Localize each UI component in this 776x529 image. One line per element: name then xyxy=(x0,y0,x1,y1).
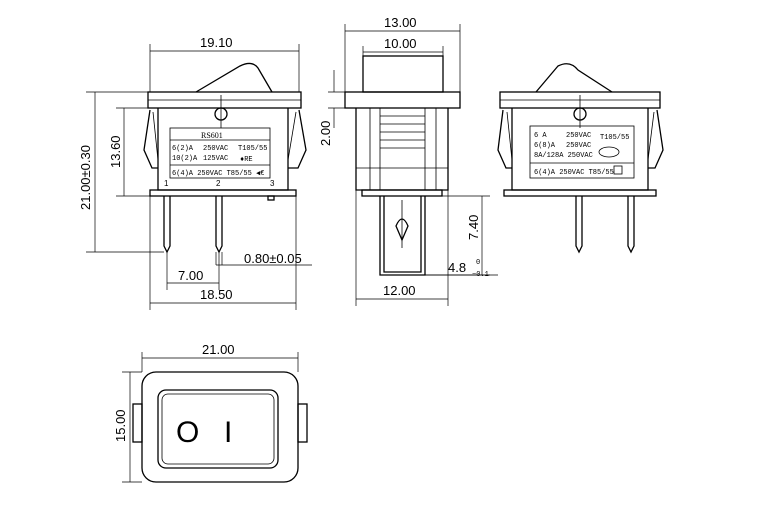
front-pin-3 xyxy=(267,195,275,201)
side-dimensions: 13.00 10.00 2.00 7.40 4.8 0 −0.1 12.00 xyxy=(318,15,498,306)
back-label-rating-2: 6(8)A xyxy=(534,142,556,150)
back-label-voltage-2: 250VAC xyxy=(566,142,591,150)
dim-pin-thickness: 0.80±0.05 xyxy=(244,251,302,266)
back-pin-1 xyxy=(575,196,583,254)
side-base xyxy=(361,189,443,197)
back-ce-mark xyxy=(613,165,623,175)
back-label-plate xyxy=(529,125,635,179)
back-label-rating-1: 6 A xyxy=(534,132,547,140)
front-ce-mark: ◀€ xyxy=(256,170,264,178)
side-tab-hole xyxy=(395,218,409,242)
front-cert-mark: ♦RE xyxy=(240,156,253,164)
front-rocker xyxy=(195,62,273,93)
front-view: RS601 6(2)A 250VAC T105/55 10(2)A 125VAC… xyxy=(143,62,307,254)
dim-top-height: 15.00 xyxy=(113,409,128,442)
front-pin-1 xyxy=(163,196,171,254)
back-latch-left xyxy=(497,109,512,169)
front-pin-2 xyxy=(215,196,223,254)
dim-front-height-total: 21.00±0.30 xyxy=(78,145,93,210)
front-label-rating-1: 6(2)A xyxy=(172,145,194,153)
side-rocker xyxy=(362,55,444,93)
dim-pin-pitch: 7.00 xyxy=(178,268,203,283)
top-latch-right xyxy=(297,403,308,443)
rocker-off-symbol: O xyxy=(176,416,199,449)
front-base xyxy=(149,189,297,197)
back-base xyxy=(503,189,657,197)
front-latch-right xyxy=(288,109,307,169)
dim-side-tab-length: 7.40 xyxy=(466,215,481,240)
back-pin-2 xyxy=(627,196,635,254)
dim-front-height-body: 13.60 xyxy=(108,135,123,168)
top-outer xyxy=(141,371,299,483)
top-view: O I xyxy=(132,371,308,483)
front-dimensions: 19.10 21.00±0.30 13.60 7.00 0.80±0.05 18… xyxy=(78,35,312,310)
front-label-model: RS601 xyxy=(201,131,223,140)
front-label-plate xyxy=(169,127,271,179)
dim-front-width: 19.10 xyxy=(200,35,233,50)
side-flange xyxy=(344,91,461,109)
front-pin-number-1: 1 xyxy=(164,179,169,188)
top-latch-left xyxy=(132,403,143,443)
back-cert-mark xyxy=(598,146,620,158)
front-label-rating-2: 10(2)A xyxy=(172,155,198,163)
front-label-rating-3: 6(4)A 250VAC T85/55 xyxy=(172,170,252,178)
dim-tab-width: 4.8 xyxy=(448,260,466,275)
dim-tab-tol-lower: −0.1 xyxy=(472,271,489,279)
back-latch-right xyxy=(648,109,664,169)
dim-side-width-top: 13.00 xyxy=(384,15,417,30)
back-label-rating-3: 8A/128A 250VAC xyxy=(534,152,593,160)
top-rocker xyxy=(157,389,279,469)
rocker-on-symbol: I xyxy=(224,416,232,449)
back-label-voltage-1: 250VAC xyxy=(566,132,591,140)
dim-tab-tol-upper: 0 xyxy=(476,259,480,267)
side-view xyxy=(344,55,461,276)
dim-top-width: 21.00 xyxy=(202,342,235,357)
dim-side-base-width: 12.00 xyxy=(383,283,416,298)
top-dimensions: 21.00 15.00 xyxy=(113,342,299,483)
back-rocker xyxy=(535,63,613,93)
front-latch-left xyxy=(143,109,158,169)
dim-side-width-inner: 10.00 xyxy=(384,36,417,51)
front-label-voltage-2: 125VAC xyxy=(203,155,228,163)
back-label-rating-4: 6(4)A 250VAC T85/55 xyxy=(534,169,614,177)
front-pin-number-2: 2 xyxy=(216,179,221,188)
dim-side-flange: 2.00 xyxy=(318,121,333,146)
back-view: 6 A 250VAC T105/55 6(8)A 250VAC 8A/128A … xyxy=(497,63,664,254)
front-label-voltage-1: 250VAC xyxy=(203,145,228,153)
front-pin-number-3: 3 xyxy=(270,179,275,188)
dim-base-width: 18.50 xyxy=(200,287,233,302)
front-label-temp-1: T105/55 xyxy=(238,145,267,153)
side-tab xyxy=(379,196,426,276)
back-label-temp-1: T105/55 xyxy=(600,134,629,142)
